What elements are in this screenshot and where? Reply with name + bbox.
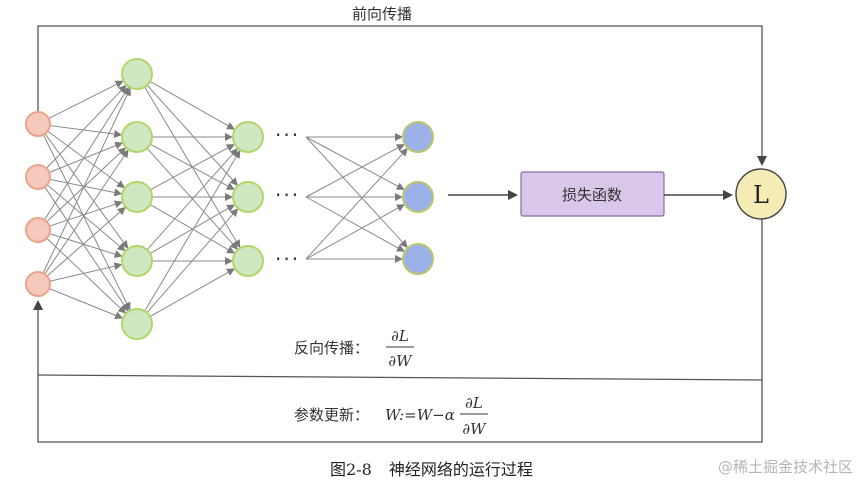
- network-edge: [48, 288, 124, 320]
- hidden-2-node: [232, 245, 264, 277]
- backward-denominator: ∂W: [388, 352, 413, 370]
- update-label: 参数更新：: [294, 406, 369, 424]
- input-node: [25, 217, 51, 243]
- ellipsis-row-1: ···: [275, 123, 300, 147]
- hidden-1-node: [121, 245, 153, 277]
- forward-label: 前向传播: [352, 5, 412, 23]
- hidden-1-node: [121, 181, 153, 213]
- network-edge: [149, 268, 235, 318]
- figure-title: 神经网络的运行过程: [388, 460, 533, 479]
- forward-path: [37, 25, 767, 166]
- network-edge: [149, 144, 235, 191]
- network-edge: [47, 130, 125, 189]
- backward-path: [33, 219, 763, 443]
- backward-label: 反向传播：: [294, 339, 369, 357]
- output-node: [402, 121, 434, 153]
- network-nodes: [25, 58, 434, 340]
- network-edge: [149, 204, 236, 254]
- hidden-1-node: [121, 308, 153, 340]
- input-node: [25, 271, 51, 297]
- backward-numerator: ∂L: [391, 327, 409, 345]
- ellipsis-row-3: ···: [275, 247, 300, 271]
- loss-function-label: 损失函数: [562, 186, 622, 204]
- ellipsis-row-2: ···: [275, 183, 300, 207]
- network-edge: [305, 196, 405, 252]
- network-edge: [305, 136, 408, 248]
- network-edge: [42, 134, 131, 311]
- network-edge: [44, 149, 129, 275]
- network-edge: [48, 141, 124, 173]
- network-edge: [144, 149, 241, 312]
- loss-node-label: L: [753, 181, 769, 209]
- network-edge: [44, 186, 129, 312]
- network-edge: [49, 262, 123, 282]
- output-node: [402, 243, 434, 275]
- update-numerator: ∂L: [465, 394, 483, 412]
- network-edge: [42, 87, 131, 274]
- figure-number: 图2-8: [330, 460, 372, 479]
- network-edge: [305, 204, 405, 260]
- network-edge: [49, 233, 123, 258]
- network-edge: [146, 84, 238, 186]
- figure-caption: 图2-8 神经网络的运行过程: [0, 456, 863, 480]
- network-edge: [44, 86, 129, 221]
- hidden-1-node: [121, 58, 153, 90]
- divider-line: [37, 374, 763, 381]
- network-edge: [305, 148, 408, 260]
- input-node: [25, 164, 51, 190]
- network-edge: [305, 144, 405, 198]
- hidden-2-node: [232, 181, 264, 213]
- network-edge: [46, 147, 127, 223]
- network-edge: [44, 133, 129, 249]
- network-edge: [149, 80, 235, 130]
- update-denominator: ∂W: [462, 420, 487, 438]
- network-edge: [48, 80, 124, 120]
- input-node: [25, 111, 51, 137]
- loss-node: [735, 168, 787, 220]
- network-edges: [42, 80, 408, 320]
- network-edge: [146, 148, 238, 251]
- update-formula: W:=W−α: [385, 406, 455, 424]
- hidden-1-node: [121, 121, 153, 153]
- network-edge: [146, 208, 239, 314]
- network-edge: [46, 206, 126, 277]
- loss-function-box: [520, 171, 665, 217]
- watermark: @稀土掘金技术社区: [717, 458, 853, 476]
- output-node: [402, 181, 434, 213]
- network-edge: [45, 84, 127, 169]
- network-edge: [49, 178, 123, 197]
- network-edge: [305, 136, 405, 190]
- hidden-2-node: [232, 121, 264, 153]
